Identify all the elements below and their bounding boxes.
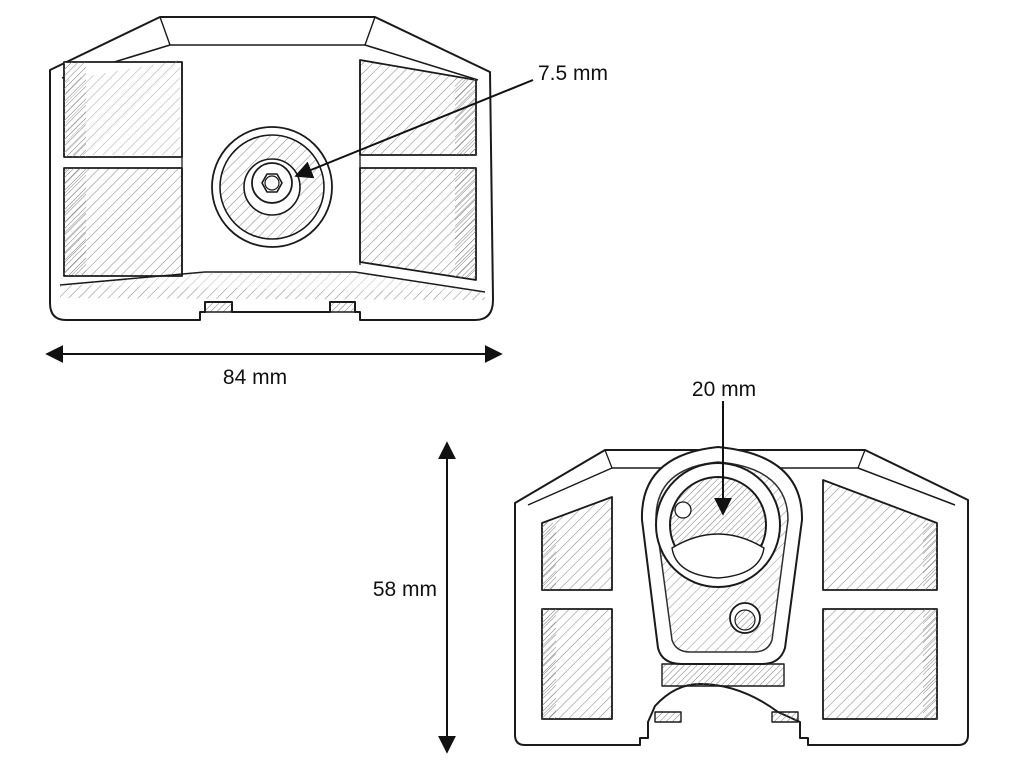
width-dimension-label: 84 mm <box>223 366 287 389</box>
height-dimension: 58 mm <box>373 441 456 754</box>
bore-dimension-label: 20 mm <box>692 378 756 401</box>
front-view <box>49 16 494 321</box>
rear-window-bottom-right <box>822 608 938 720</box>
hole-dimension-label: 7.5 mm <box>538 62 608 85</box>
hole-dimension-callout: 7.5 mm <box>294 62 608 179</box>
height-dimension-label: 58 mm <box>373 578 437 601</box>
bore-dimension-callout: 20 mm <box>692 378 756 516</box>
width-dimension: 84 mm <box>45 345 503 389</box>
rear-view <box>514 446 969 746</box>
front-hex-socket <box>261 173 283 193</box>
front-hole <box>251 162 293 204</box>
hole-leader-arrow <box>294 79 534 179</box>
